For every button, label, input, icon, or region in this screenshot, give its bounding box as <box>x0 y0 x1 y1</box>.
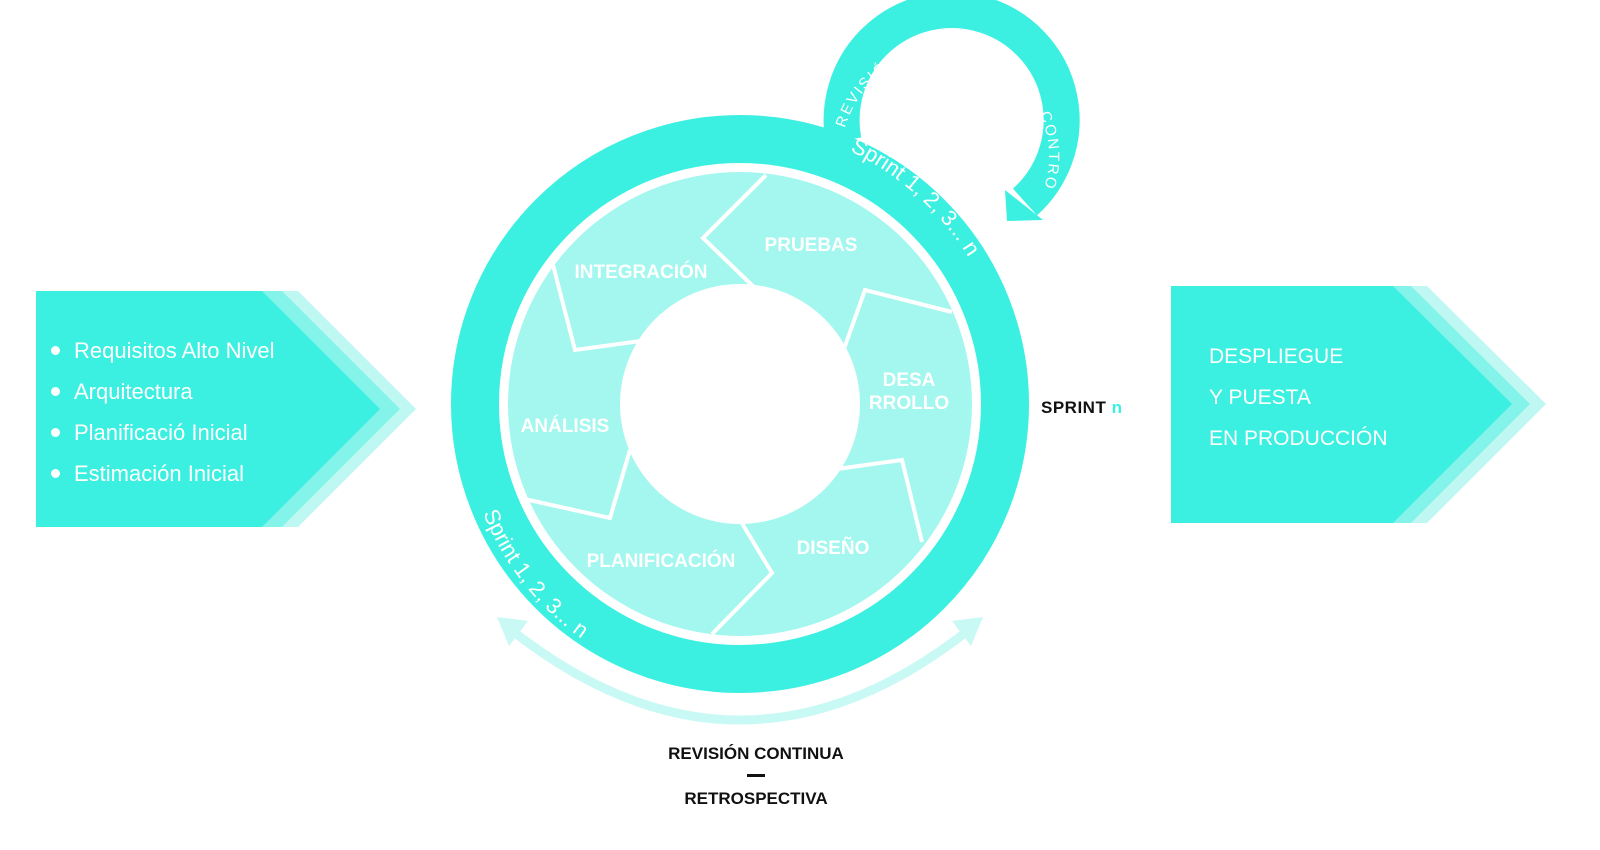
review-loop-arrow <box>823 0 1080 221</box>
sprint-n-letter: n <box>1111 398 1123 417</box>
list-item: Planificació Inicial <box>36 412 275 453</box>
deployment-panel <box>1171 286 1546 523</box>
list-item: Arquitectura <box>36 371 275 412</box>
bullet-icon <box>51 428 60 437</box>
requirements-arrow-shape <box>36 291 416 527</box>
deployment-line: EN PRODUCCIÓN <box>1209 427 1388 450</box>
caption-divider <box>747 774 765 777</box>
deployment-arrow-shape <box>1171 286 1546 523</box>
stage-diseno: DISEÑO <box>797 537 870 559</box>
bullet-icon <box>51 346 60 355</box>
sprint-ring <box>451 115 1029 693</box>
list-item: Requisitos Alto Nivel <box>36 330 275 371</box>
requirements-panel <box>36 291 416 527</box>
stage-integracion: INTEGRACIÓN <box>575 261 708 283</box>
deployment-line: Y PUESTA <box>1209 386 1311 409</box>
caption-line1: REVISIÓN CONTINUA <box>668 744 844 763</box>
bullet-icon <box>51 469 60 478</box>
stage-separators <box>519 173 953 636</box>
sprint-n-label: SPRINT n <box>1041 398 1122 418</box>
center-circle <box>620 284 860 524</box>
requirements-list: Requisitos Alto Nivel Arquitectura Plani… <box>36 330 275 494</box>
sprint-text: SPRINT <box>1041 398 1107 417</box>
stage-pruebas: PRUEBAS <box>765 235 858 256</box>
arrow-head-icon <box>1005 190 1043 221</box>
caption-line2: RETROSPECTIVA <box>684 789 828 808</box>
continuous-review-arc <box>497 617 983 725</box>
deployment-line: DESPLIEGUE <box>1209 345 1344 368</box>
bullet-icon <box>51 387 60 396</box>
deployment-text: DESPLIEGUE Y PUESTA EN PRODUCCIÓN <box>1209 336 1388 459</box>
list-item: Estimación Inicial <box>36 453 275 494</box>
review-caption: REVISIÓN CONTINUA RETROSPECTIVA <box>640 742 872 810</box>
stage-analisis: ANÁLISIS <box>521 415 610 437</box>
stage-desarrollo-line1: DESA <box>883 370 936 391</box>
stage-planificacion: PLANIFICACIÓN <box>587 550 736 572</box>
stage-desarrollo-line2: RROLLO <box>869 393 949 414</box>
